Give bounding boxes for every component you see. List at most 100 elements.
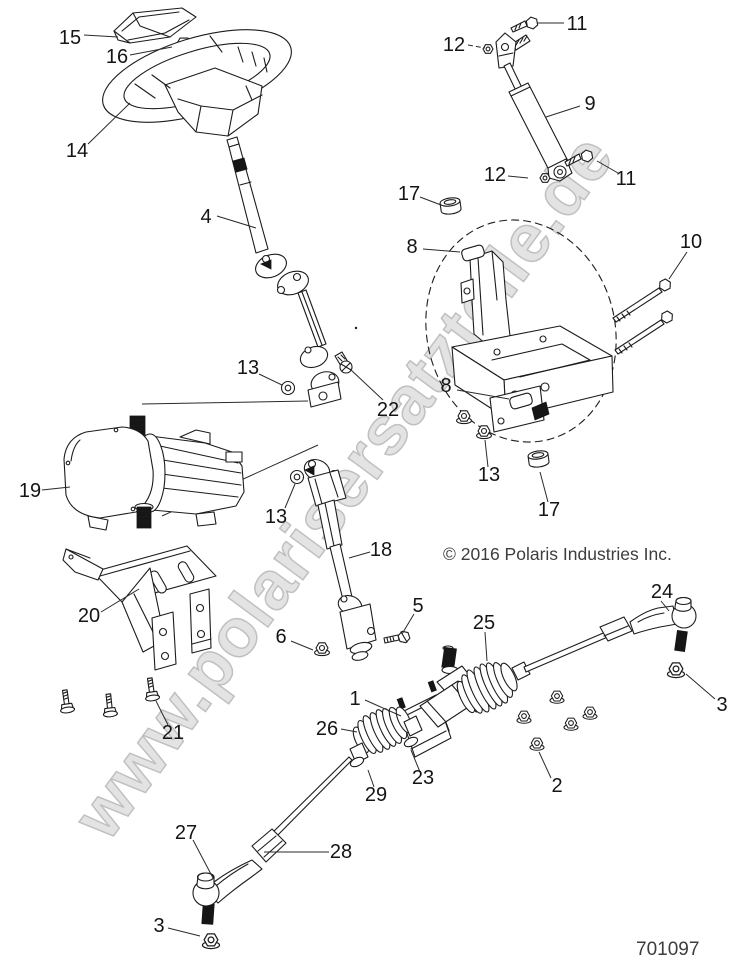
callout-label-12: 12 xyxy=(443,34,465,56)
mount-bolt-b xyxy=(614,308,676,355)
callout-label-11: 11 xyxy=(567,13,588,35)
callout-label-21: 21 xyxy=(162,722,184,744)
eps-mount-bracket xyxy=(62,545,217,671)
steering-damper xyxy=(495,32,573,182)
leader-line-22 xyxy=(349,368,384,401)
rack-nut-2d xyxy=(582,706,598,720)
intermediate-shaft xyxy=(303,458,377,661)
stray-dot xyxy=(354,326,358,330)
copyright-text: © 2016 Polaris Industries Inc. xyxy=(443,544,672,564)
callout-label-26: 26 xyxy=(316,718,338,740)
leader-line-12 xyxy=(507,175,529,179)
bushing-lower xyxy=(526,449,551,469)
rack-and-pinion xyxy=(263,616,633,846)
bracket-detail-ellipse xyxy=(425,219,617,443)
callout-label-20: 20 xyxy=(78,605,100,627)
callout-label-8: 8 xyxy=(440,375,451,397)
callout-label-27: 27 xyxy=(175,822,197,844)
leader-line-11 xyxy=(596,160,619,174)
callout-label-22: 22 xyxy=(377,399,399,421)
leader-line-5 xyxy=(401,613,415,635)
callout-label-24: 24 xyxy=(651,581,673,603)
bolt-5 xyxy=(383,630,412,644)
leader-line-2 xyxy=(538,751,552,779)
leader-line-23 xyxy=(410,749,421,773)
leader-line-15 xyxy=(83,34,119,38)
callout-label-11: 11 xyxy=(616,168,637,190)
leader-line-17 xyxy=(419,196,442,206)
leader-line-8 xyxy=(456,389,510,400)
washer-13-column xyxy=(280,380,296,396)
callout-label-6: 6 xyxy=(275,626,286,648)
mount-bolt-21a xyxy=(57,688,76,715)
upper-steering-shaft xyxy=(226,136,342,408)
drawing-number: 701097 xyxy=(636,939,699,960)
leader-line-19 xyxy=(41,486,71,491)
damper-bolt-bottom xyxy=(564,148,595,167)
callout-label-29: 29 xyxy=(365,784,387,806)
callout-label-8: 8 xyxy=(406,236,417,258)
callout-label-28: 28 xyxy=(330,841,352,863)
callout-label-2: 2 xyxy=(551,775,562,797)
callout-label-17: 17 xyxy=(538,499,560,521)
leader-line-3 xyxy=(167,927,201,937)
damper-nut-bottom xyxy=(539,173,551,183)
bracket-pad-bottom xyxy=(509,392,533,410)
callout-label-5: 5 xyxy=(412,595,423,617)
rack-boot-left xyxy=(352,706,413,755)
mount-bolt-21b xyxy=(100,692,119,719)
leader-line-16 xyxy=(129,46,173,56)
callout-label-1: 1 xyxy=(349,688,360,710)
tie-rod-end-right xyxy=(629,596,697,653)
leader-line-29 xyxy=(367,769,375,788)
callout-label-3: 3 xyxy=(153,915,164,937)
leader-line-10 xyxy=(668,251,688,280)
steering-wheel xyxy=(102,29,292,137)
callout-label-18: 18 xyxy=(370,539,392,561)
tie-rod-end-left xyxy=(192,828,287,925)
leader-line-18 xyxy=(348,551,371,559)
leader-line-13 xyxy=(284,483,296,509)
rack-boot-right xyxy=(456,662,518,714)
rack-nut-2b xyxy=(516,710,532,724)
boot-clamp-29 xyxy=(349,756,365,768)
callout-label-15: 15 xyxy=(59,27,81,49)
leader-line-21 xyxy=(155,700,169,726)
rack-nut-2e xyxy=(529,737,545,751)
bolt-22 xyxy=(334,351,353,374)
callout-label-10: 10 xyxy=(680,231,702,253)
damper-nut-top xyxy=(482,44,494,54)
damper-bolt-top xyxy=(510,15,540,33)
leader-line-12 xyxy=(467,44,486,49)
leader-line-4 xyxy=(216,215,257,229)
callout-label-12: 12 xyxy=(484,164,506,186)
callout-label-9: 9 xyxy=(584,93,595,115)
leader-line-14 xyxy=(87,102,131,145)
bushing-top xyxy=(438,196,463,216)
callout-label-25: 25 xyxy=(473,612,495,634)
leader-line-9 xyxy=(545,105,581,118)
leader-line-25 xyxy=(484,631,488,662)
leader-line-27 xyxy=(192,839,214,879)
callout-label-17: 17 xyxy=(398,183,420,205)
callout-label-16: 16 xyxy=(106,46,128,68)
leader-line-1 xyxy=(364,699,402,717)
leader-line-8 xyxy=(422,248,461,253)
leader-line-26 xyxy=(340,728,358,733)
callout-label-13: 13 xyxy=(265,506,287,528)
mount-bolt-a xyxy=(612,276,674,323)
boot-clamp-23 xyxy=(403,736,419,748)
tie-rod-left xyxy=(263,756,353,846)
leader-line-6 xyxy=(290,640,314,651)
callout-label-3: 3 xyxy=(716,694,727,716)
nut-6 xyxy=(314,642,330,657)
tie-rod-adapter-28 xyxy=(251,828,287,863)
phantom-line-column-to-eps xyxy=(141,400,309,405)
rack-nut-2c xyxy=(563,717,579,731)
rack-nut-2a xyxy=(549,690,565,704)
leader-line-3 xyxy=(685,673,716,700)
flange-nut-13-a xyxy=(456,410,472,425)
bracket-pad-top xyxy=(461,244,485,262)
